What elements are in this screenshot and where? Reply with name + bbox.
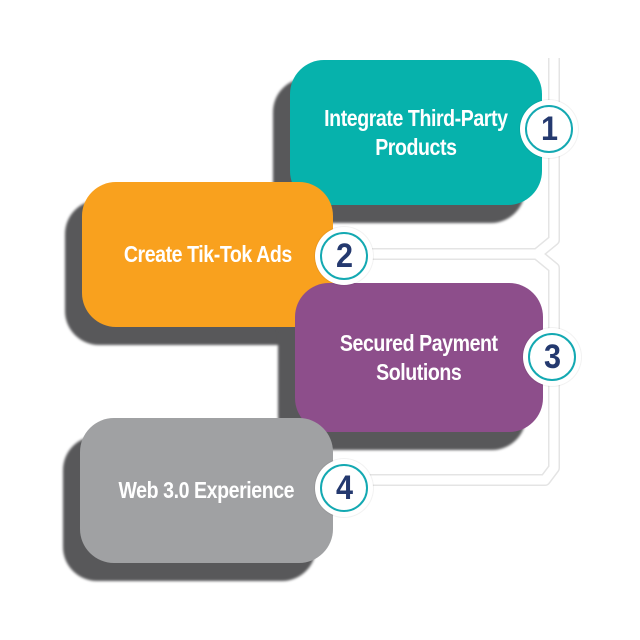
step-card-create-tiktok-ads: Create Tik-Tok Ads <box>82 182 333 327</box>
step-number-3: 3 <box>543 338 561 376</box>
step-number-ring-2: 2 <box>320 232 368 280</box>
step-label-2: Create Tik-Tok Ads <box>123 241 292 267</box>
step-card-integrate-third-party: Integrate Third-Party Products <box>290 60 542 205</box>
step-card-secured-payment: Secured Payment Solutions <box>295 283 543 432</box>
step-number-ring-3: 3 <box>528 333 576 381</box>
step-label-4: Web 3.0 Experience <box>118 477 295 503</box>
step-number-4: 4 <box>335 469 353 507</box>
step-number-badge-3: 3 <box>523 328 581 386</box>
step-number-2: 2 <box>335 237 353 275</box>
step-number-ring-1: 1 <box>525 105 573 153</box>
step-number-badge-2: 2 <box>315 227 373 285</box>
step-number-badge-4: 4 <box>315 459 373 517</box>
step-label-3: Secured Payment Solutions <box>340 329 498 385</box>
step-label-1: Integrate Third-Party Products <box>324 104 508 160</box>
step-number-ring-4: 4 <box>320 464 368 512</box>
step-number-1: 1 <box>540 110 558 148</box>
step-number-badge-1: 1 <box>520 100 578 158</box>
step-card-web3-experience: Web 3.0 Experience <box>80 418 333 563</box>
